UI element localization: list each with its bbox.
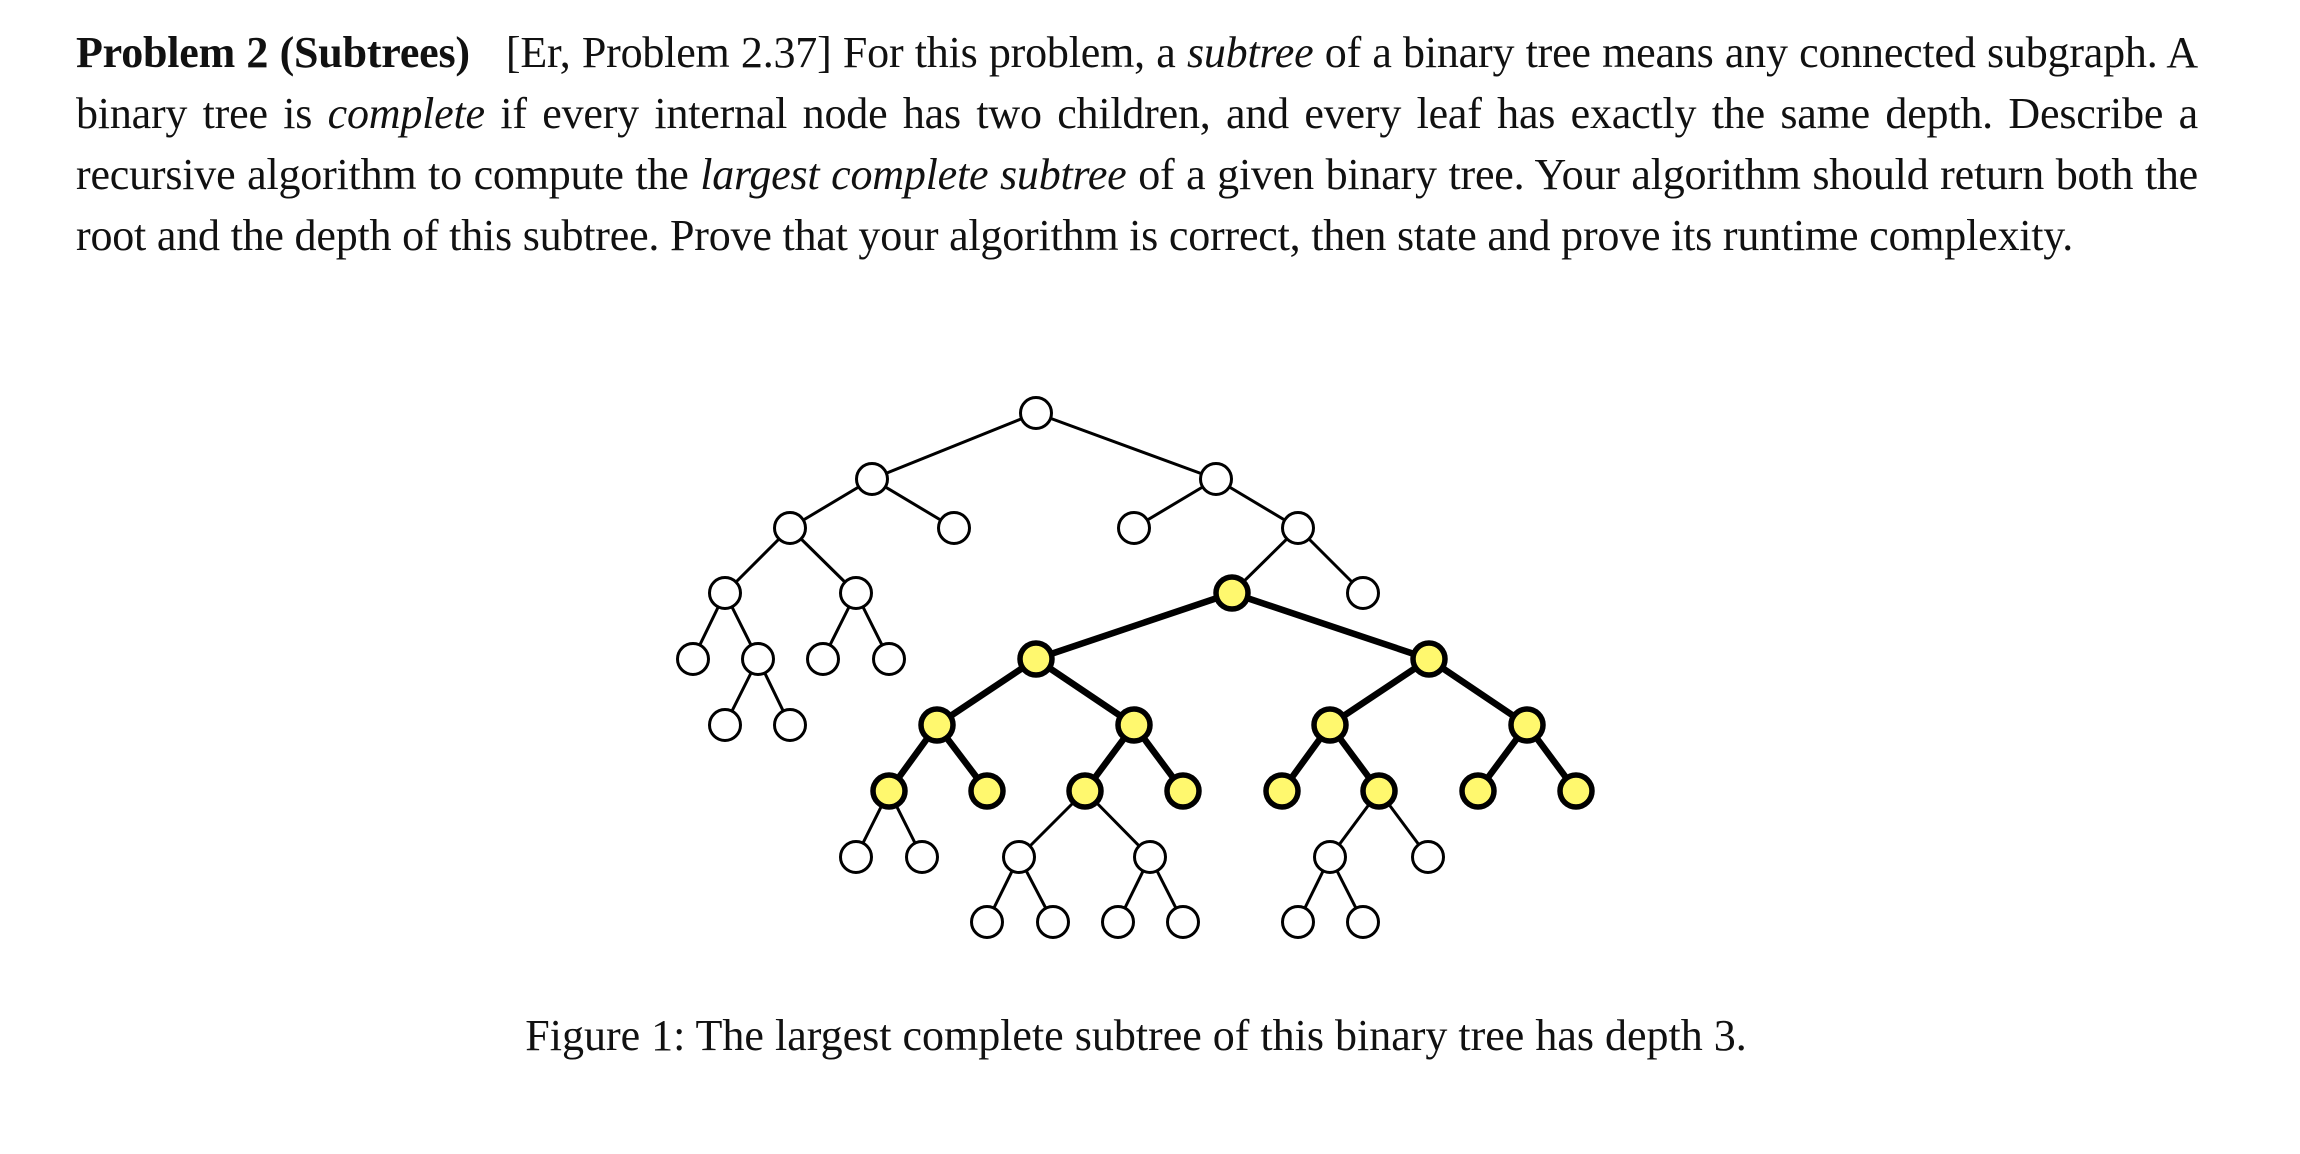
tree-node xyxy=(839,576,873,610)
tree-edge xyxy=(871,411,1037,481)
tree-node xyxy=(1036,905,1070,939)
tree-node xyxy=(773,511,807,545)
highlighted-tree-node xyxy=(1017,640,1055,678)
tree-node xyxy=(1281,511,1315,545)
tree-node xyxy=(773,708,807,742)
tree-node xyxy=(855,462,889,496)
highlighted-tree-node xyxy=(1115,706,1153,744)
tree-node xyxy=(741,642,775,676)
tree-node xyxy=(1002,840,1036,874)
highlighted-tree-node xyxy=(1164,772,1202,810)
emphasis-subtree: subtree xyxy=(1186,28,1314,77)
highlighted-tree-node xyxy=(1459,772,1497,810)
tree-node xyxy=(1133,840,1167,874)
highlighted-tree-node xyxy=(968,772,1006,810)
tree-node xyxy=(1346,576,1380,610)
tree-node xyxy=(1101,905,1135,939)
tree-node xyxy=(905,840,939,874)
highlighted-tree-node xyxy=(918,706,956,744)
highlighted-tree-node xyxy=(1213,574,1251,612)
tree-node xyxy=(1411,840,1445,874)
tree-nodes xyxy=(676,396,1595,939)
tree-node xyxy=(1199,462,1233,496)
highlighted-tree-node xyxy=(1360,772,1398,810)
tree-node xyxy=(676,642,710,676)
tree-node xyxy=(1346,905,1380,939)
highlighted-tree-edge xyxy=(1230,589,1431,663)
highlighted-tree-node xyxy=(1508,706,1546,744)
highlighted-tree-edge xyxy=(935,656,1038,728)
tree-node xyxy=(970,905,1004,939)
highlighted-tree-node xyxy=(1066,772,1104,810)
tree-node xyxy=(1313,840,1347,874)
tree-node xyxy=(1281,905,1315,939)
highlighted-tree-node xyxy=(1557,772,1595,810)
figure-caption: Figure 1: The largest complete subtree o… xyxy=(525,1011,1747,1060)
tree-node xyxy=(1166,905,1200,939)
tree-node xyxy=(1019,396,1053,430)
problem-text-1: For this problem, a xyxy=(831,28,1187,77)
problem-statement: Problem 2 (Subtrees) [Er, Problem 2.37] F… xyxy=(76,22,2198,266)
highlighted-tree-edge xyxy=(1328,656,1431,728)
highlighted-tree-edge xyxy=(1427,656,1529,728)
tree-node xyxy=(1117,511,1151,545)
tree-node xyxy=(708,576,742,610)
emphasis-largest-complete-subtree: largest complete subtree xyxy=(700,150,1127,199)
highlighted-tree-node xyxy=(870,772,908,810)
highlighted-tree-edge xyxy=(1034,589,1234,663)
tree-node xyxy=(806,642,840,676)
problem-text-3: if every internal node has two children,… xyxy=(76,89,2198,199)
problem-heading: Problem 2 (Subtrees) xyxy=(76,28,470,77)
highlighted-tree-node xyxy=(1410,640,1448,678)
highlighted-tree-node xyxy=(1311,706,1349,744)
tree-node xyxy=(937,511,971,545)
tree-edge xyxy=(1035,411,1217,481)
highlighted-tree-edge xyxy=(1034,656,1136,728)
emphasis-complete: complete xyxy=(327,89,485,138)
problem-text-4: of a given binary tree. Your algorithm s… xyxy=(76,150,2198,260)
problem-citation: [Er, Problem 2.37] xyxy=(505,28,832,77)
tree-node xyxy=(872,642,906,676)
tree-node xyxy=(708,708,742,742)
tree-node xyxy=(839,840,873,874)
highlighted-tree-node xyxy=(1263,772,1301,810)
problem-text-2: of a binary tree means any connected sub… xyxy=(76,28,2199,138)
